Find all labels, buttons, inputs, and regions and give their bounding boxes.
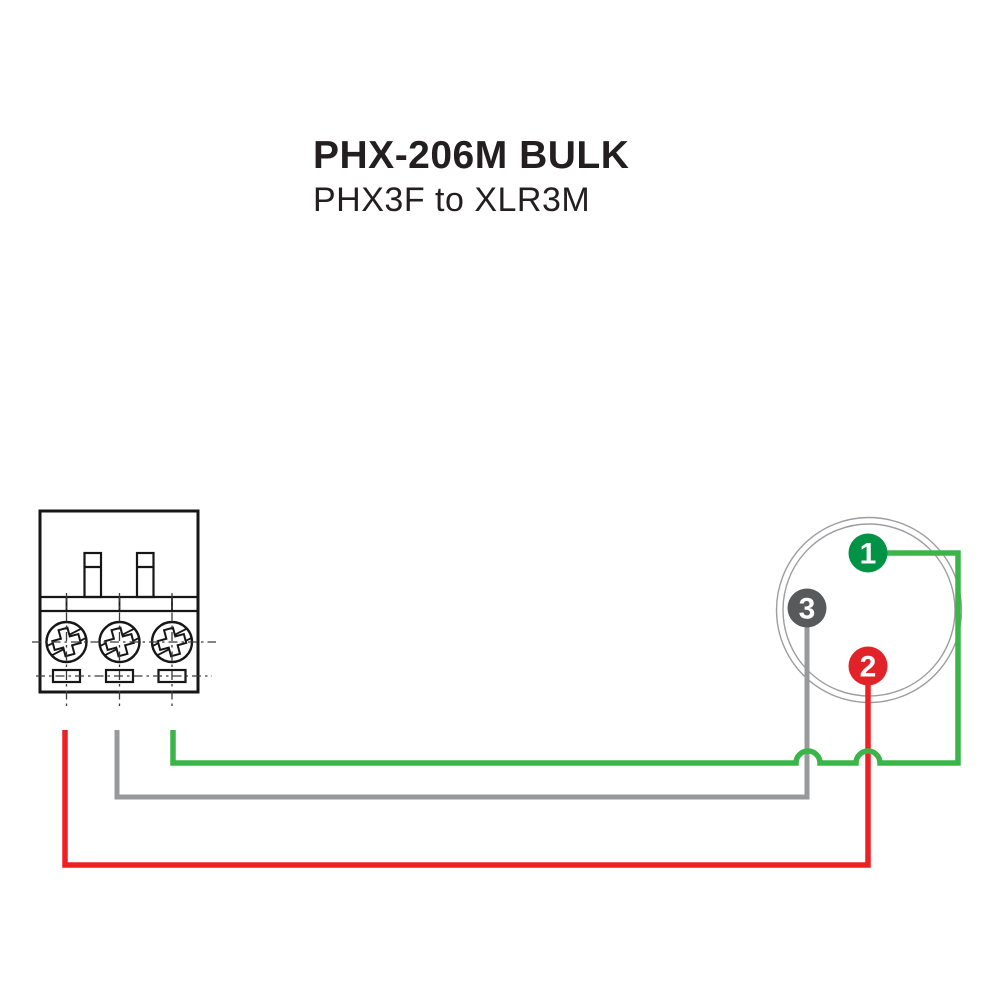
xlr-pin-1: 1 — [848, 533, 888, 573]
xlr-pins: 1 3 2 — [787, 533, 888, 686]
pin-1-circle — [848, 533, 888, 573]
wires — [62, 550, 961, 868]
pin-3-number: 3 — [799, 593, 816, 626]
diagram-header: PHX-206M BULK PHX3F to XLR3M — [313, 133, 629, 222]
pin-2-number: 2 — [860, 651, 877, 684]
wire-red-pin2 — [62, 666, 871, 868]
pin-2-circle — [848, 646, 888, 686]
wire-gray-pin3 — [114, 610, 810, 800]
product-title: PHX-206M BULK — [313, 134, 630, 177]
wire-green-pin1 — [170, 550, 961, 766]
product-subtitle: PHX3F to XLR3M — [313, 181, 591, 220]
centerlines — [32, 593, 216, 709]
xlr-pin-2: 2 — [848, 646, 888, 686]
pin-3-circle — [787, 588, 827, 628]
pin-1-number: 1 — [860, 538, 877, 571]
xlr-pin-3: 3 — [787, 588, 827, 628]
